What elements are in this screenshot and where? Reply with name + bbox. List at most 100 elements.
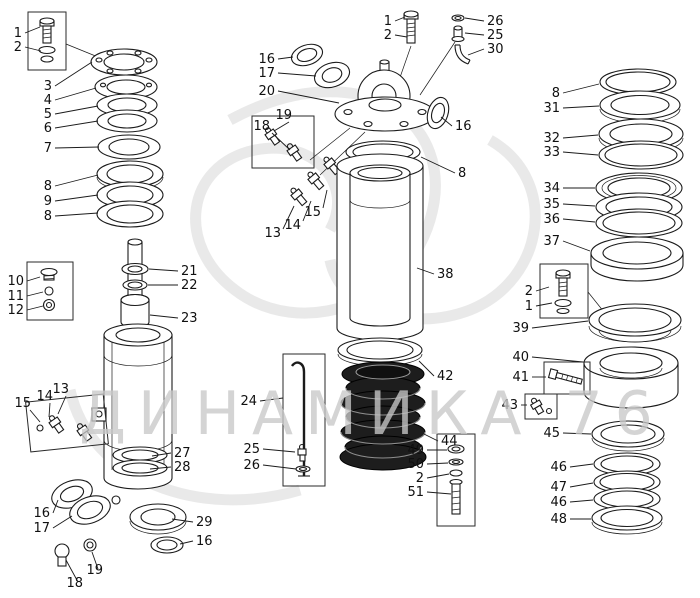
callout-label-46: 46 <box>550 495 567 510</box>
callout-label-50: 50 <box>407 457 424 472</box>
callout-label-42: 42 <box>437 369 454 384</box>
callout-leader-19 <box>273 121 290 132</box>
callout-leader-31 <box>562 105 600 109</box>
callout-label-17: 17 <box>258 66 275 81</box>
callout-leader-13 <box>282 205 295 230</box>
callout-label-19: 19 <box>86 563 103 578</box>
callout-label-8: 8 <box>552 86 560 101</box>
callout-leader-2 <box>394 34 408 38</box>
callout-label-30: 30 <box>487 42 504 57</box>
callout-leader-40 <box>531 356 584 363</box>
callout-leader-26 <box>464 17 485 22</box>
part-37-cup <box>590 236 684 282</box>
callout-leader-39 <box>531 320 589 329</box>
callout-label-33: 33 <box>543 145 560 160</box>
part-38-cylinder-tube <box>336 153 424 341</box>
part-23-gland <box>120 293 150 329</box>
callout-leader-29 <box>171 518 194 523</box>
callout-label-23: 23 <box>181 311 198 326</box>
part-10-11-12-valve-kit <box>26 261 74 321</box>
part-36-ring <box>595 208 683 238</box>
callout-leader-45 <box>562 432 592 435</box>
center-head-and-tube-assembly <box>251 10 476 527</box>
callout-leader-14 <box>302 200 312 222</box>
callout-label-35: 35 <box>543 197 560 212</box>
callout-leader-35 <box>562 203 596 207</box>
callout-label-11: 11 <box>7 289 24 304</box>
part-21-22-piston-rod <box>121 238 149 298</box>
callout-label-43: 43 <box>501 398 518 413</box>
callout-label-9: 9 <box>44 194 52 209</box>
callout-leader-46 <box>569 463 594 468</box>
callout-label-25: 25 <box>243 442 260 457</box>
part-8-seal-ring <box>96 160 164 191</box>
callout-leader-30 <box>467 48 485 56</box>
callout-label-41: 41 <box>512 370 529 385</box>
callout-leader-18 <box>271 132 291 151</box>
callout-leader-19 <box>91 551 99 570</box>
part-44-bellows <box>339 361 427 471</box>
callout-leader-20 <box>277 90 340 104</box>
part-43-fitting-kit <box>524 393 558 420</box>
callout-label-4: 4 <box>44 93 52 108</box>
part-17-ring-upper-mid <box>313 61 351 89</box>
callout-label-2: 2 <box>14 40 22 55</box>
callout-label-28: 28 <box>174 460 191 475</box>
callout-leader-38 <box>416 267 435 275</box>
part-31-ring <box>599 90 681 124</box>
callout-label-22: 22 <box>181 278 198 293</box>
part-39-ring <box>588 303 682 343</box>
callout-label-24: 24 <box>240 394 257 409</box>
part-16-17-bushings-left <box>51 479 111 525</box>
left-cylinder-assembly <box>25 11 187 567</box>
part-1-2-bolt-top <box>403 10 419 44</box>
callout-leader-37 <box>562 240 591 252</box>
callout-label-20: 20 <box>258 84 275 99</box>
callout-leader-1 <box>535 302 553 307</box>
callout-label-8: 8 <box>458 166 466 181</box>
callout-leader-25 <box>464 32 485 36</box>
callout-leader-7 <box>54 146 100 149</box>
callout-label-40: 40 <box>512 350 529 365</box>
callout-label-47: 47 <box>550 480 567 495</box>
part-1-2-bolt-kit-right <box>539 263 589 319</box>
part-33-ring <box>598 140 684 170</box>
callout-label-13: 13 <box>264 226 281 241</box>
callout-leader-28 <box>149 466 172 470</box>
callout-leader-16 <box>179 540 194 545</box>
callout-leader-1 <box>24 26 41 34</box>
callout-leader-15 <box>29 409 41 423</box>
part-4-plate <box>94 74 158 100</box>
callout-label-32: 32 <box>543 131 560 146</box>
callout-leader-14 <box>48 402 51 418</box>
part-46-ring-a <box>593 452 661 476</box>
callout-label-45: 45 <box>543 426 560 441</box>
part-45-ring <box>591 420 665 452</box>
callout-label-27: 27 <box>174 446 191 461</box>
callout-leader-10 <box>26 276 41 282</box>
callout-label-46: 46 <box>550 460 567 475</box>
part-1-2-bolt-kit-left <box>27 11 67 71</box>
callout-label-2: 2 <box>416 471 424 486</box>
callout-label-25: 25 <box>487 28 504 43</box>
watermark-text: ДИНАМИКА 76 <box>79 379 665 449</box>
callout-leader-12 <box>26 305 44 311</box>
part-20-cylinder-head <box>334 59 436 132</box>
callout-label-15: 15 <box>14 396 31 411</box>
part-16-ring-upper-mid <box>290 43 324 67</box>
part-26-washer-top <box>451 14 465 22</box>
callout-label-8: 8 <box>44 179 52 194</box>
callout-leader-11 <box>26 291 44 297</box>
callout-label-18: 18 <box>253 119 270 134</box>
callout-label-3: 3 <box>44 79 52 94</box>
part-13-14-15-fittings-mid <box>290 156 341 207</box>
part-13-14-15-grease-kit-left <box>25 393 109 453</box>
callout-label-14: 14 <box>36 389 53 404</box>
part-16-ring-right-of-head <box>426 96 450 130</box>
callout-leader-25 <box>262 448 296 453</box>
callout-leader-33 <box>562 151 599 156</box>
part-49-50-2-51-bolt-kit <box>436 433 476 527</box>
callout-leader-15 <box>322 189 328 209</box>
